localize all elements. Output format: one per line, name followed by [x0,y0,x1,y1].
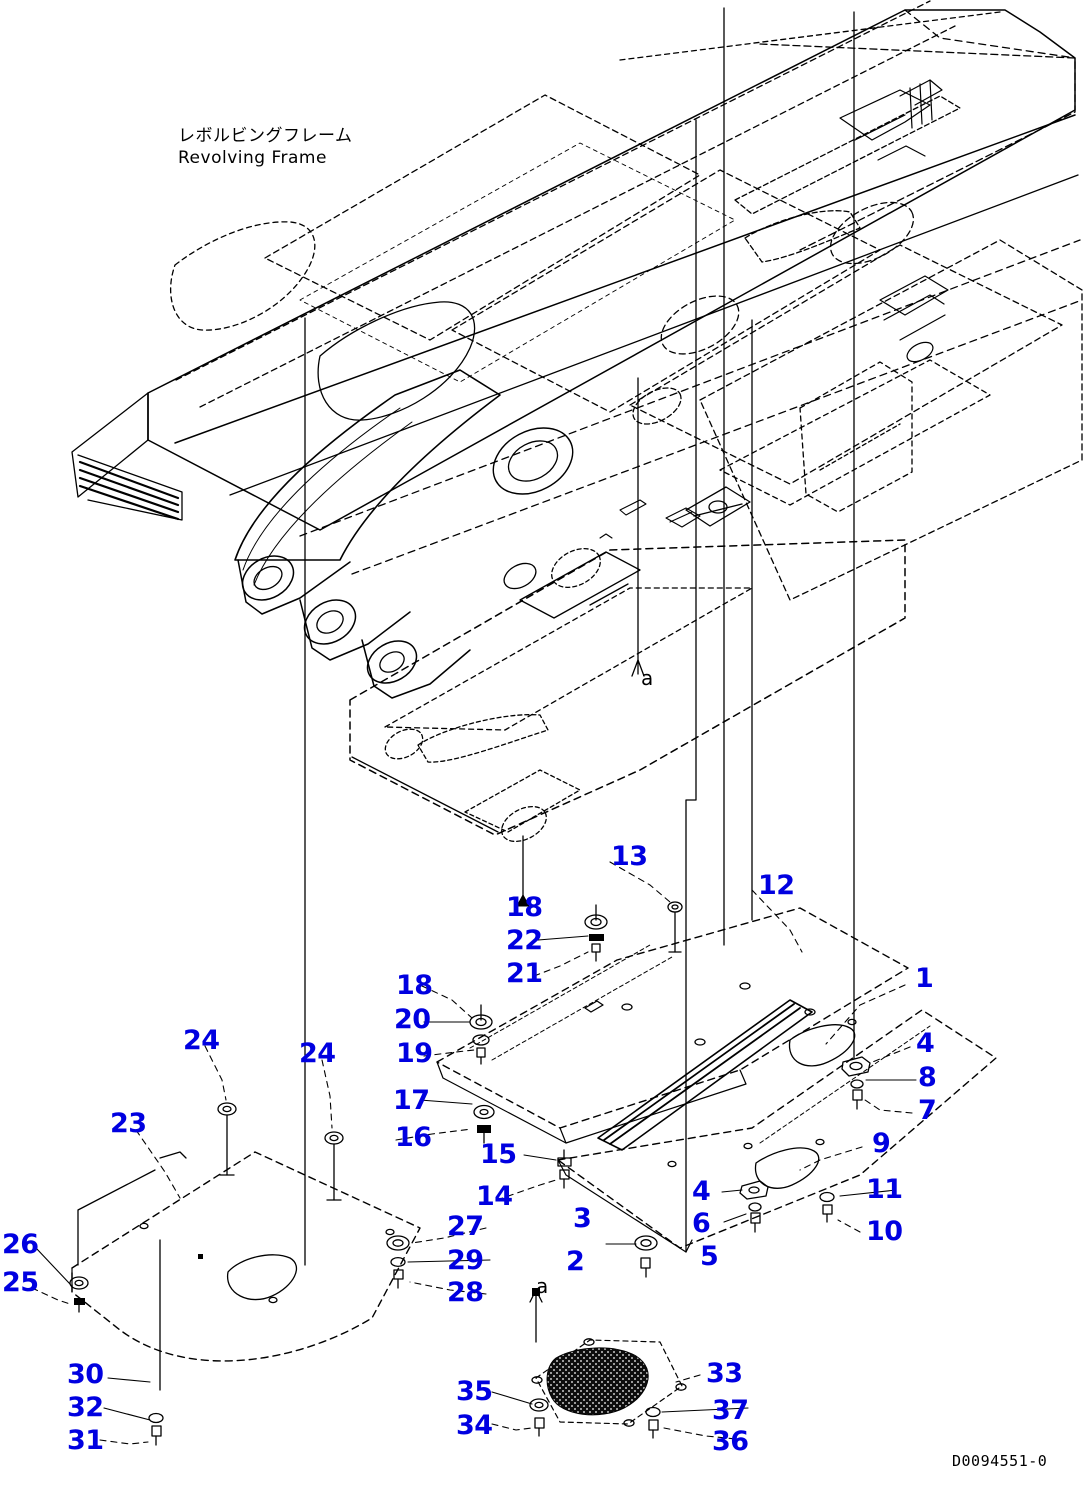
callout-28[interactable]: 28 [447,1277,484,1308]
callout-25[interactable]: 25 [2,1267,39,1298]
callout-18[interactable]: 18 [506,892,543,923]
callout-19[interactable]: 19 [396,1038,433,1069]
callout-20[interactable]: 20 [394,1004,431,1035]
callout-13[interactable]: 13 [611,841,648,872]
hw-30-32-31 [148,1412,164,1446]
callout-31[interactable]: 31 [67,1425,104,1456]
callout-26[interactable]: 26 [2,1229,39,1260]
hw-11-10 [819,1191,835,1223]
callout-9[interactable]: 9 [872,1128,891,1159]
hw-24-left [217,1102,237,1176]
callout-14[interactable]: 14 [476,1181,513,1212]
callout-21[interactable]: 21 [506,958,543,989]
hw-4-8-7 [841,1056,871,1110]
hw-18-20-19 [469,1004,493,1065]
callout-7[interactable]: 7 [918,1095,937,1126]
hw-3-2 [634,1235,658,1278]
callout-10[interactable]: 10 [866,1216,903,1247]
callout-12[interactable]: 12 [758,870,795,901]
callout-35[interactable]: 35 [456,1376,493,1407]
hw-37-36 [645,1406,661,1439]
hw-17-16 [473,1104,495,1144]
callout-6[interactable]: 6 [692,1208,711,1239]
hw-24-right [324,1131,344,1201]
callout-24[interactable]: 24 [183,1025,220,1056]
callout-11[interactable]: 11 [866,1174,903,1205]
callout-36[interactable]: 36 [712,1426,749,1457]
hw-18-22-21 [584,904,608,962]
reference-mark-a: a [536,1274,549,1298]
callout-17[interactable]: 17 [393,1085,430,1116]
callout-24[interactable]: 24 [299,1038,336,1069]
hw-15-14 [557,1149,572,1189]
callout-18[interactable]: 18 [396,970,433,1001]
frame-label-english: Revolving Frame [178,148,327,168]
callout-1[interactable]: 1 [915,963,934,994]
callout-2[interactable]: 2 [566,1246,585,1277]
callout-23[interactable]: 23 [110,1108,147,1139]
hw-13 [667,901,683,953]
callout-37[interactable]: 37 [712,1395,749,1426]
callout-8[interactable]: 8 [918,1062,937,1093]
hw-35-34 [529,1398,549,1437]
frame-label-japanese: レボルビングフレーム [178,126,353,146]
callout-4[interactable]: 4 [916,1028,935,1059]
callout-3[interactable]: 3 [573,1203,592,1234]
drawing-number: D0094551-0 [952,1452,1048,1470]
hw-26-25 [69,1276,89,1313]
callout-27[interactable]: 27 [447,1211,484,1242]
callout-32[interactable]: 32 [67,1392,104,1423]
callout-30[interactable]: 30 [67,1359,104,1390]
callout-34[interactable]: 34 [456,1410,493,1441]
callout-22[interactable]: 22 [506,925,543,956]
reference-mark-a: a [641,666,654,690]
callout-15[interactable]: 15 [480,1139,517,1170]
callout-4[interactable]: 4 [692,1176,711,1207]
callout-5[interactable]: 5 [700,1241,719,1272]
hw-27-29-28 [386,1235,410,1289]
callout-33[interactable]: 33 [706,1358,743,1389]
revolving-frame-assembly [31,0,1083,1446]
callout-29[interactable]: 29 [447,1245,484,1276]
callout-16[interactable]: 16 [395,1122,432,1153]
hw-4-6-5 [739,1180,769,1233]
